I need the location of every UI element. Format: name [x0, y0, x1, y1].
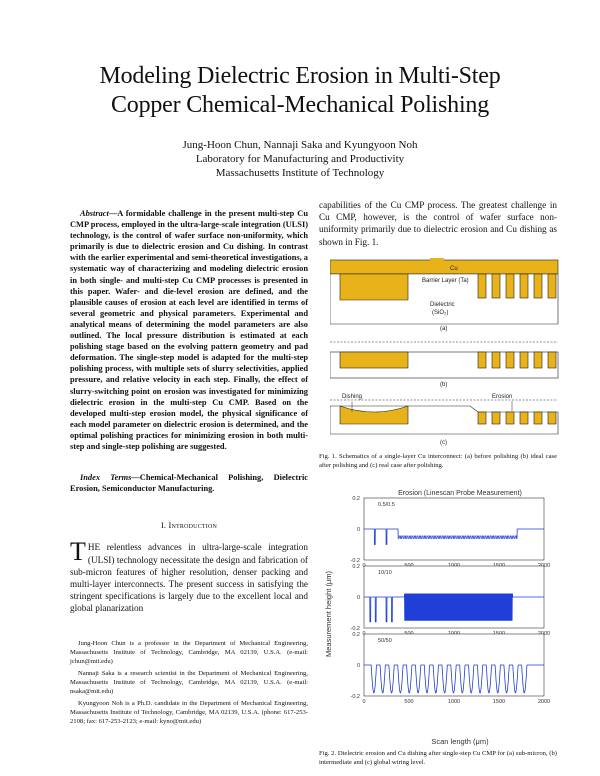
fig1-label-dielectric: Dielectric	[430, 302, 455, 308]
author-block: Jung-Hoon Chun, Nannaji Saka and Kyungyo…	[60, 138, 540, 180]
figure-1-schematic: Cu Barrier Layer (Ta) Dielectric (SiO₂) …	[330, 258, 559, 446]
fig1-label-barrier: Barrier Layer (Ta)	[422, 278, 469, 284]
author-institute: Massachusetts Institute of Technology	[215, 167, 385, 179]
fig1a-fine-trenches	[477, 273, 557, 299]
fig1-label-erosion: Erosion	[492, 394, 512, 400]
paper-title: Modeling Dielectric Erosion in Multi-Ste…	[40, 62, 560, 120]
chart-y-tick-label: 0.2	[352, 632, 360, 638]
author-lab: Laboratory for Manufacturing and Product…	[195, 153, 405, 165]
figure-1-caption: Fig. 1. Schematics of a single-layer Cu …	[319, 453, 557, 469]
chart-x-tick-label: 2000	[538, 699, 550, 705]
fig1-label-cu: Cu	[450, 266, 458, 272]
chart-y-tick-label: 0	[357, 595, 360, 601]
fig1-panel-c: Dishing Erosion (c)	[330, 394, 559, 446]
chart-y-tick-label: -0.2	[351, 626, 360, 632]
section-number: I.	[160, 521, 167, 531]
abstract: Abstract—A formidable challenge in the p…	[70, 208, 308, 452]
chart-panel-legend: 0.5/0.5	[378, 502, 395, 508]
fig1-panel-b: (b)	[330, 341, 559, 388]
right-column-text: capabilities of the Cu CMP process. The …	[319, 200, 557, 247]
fig1-label-a: (a)	[440, 326, 447, 332]
index-terms-text: —Chemical-Mechanical Polishing, Dielectr…	[70, 473, 308, 494]
figure-2-caption: Fig. 2. Dielectric erosion and Cu dishin…	[319, 750, 557, 766]
author-footnotes: Jung-Hoon Chun is a professor in the Dep…	[70, 639, 308, 726]
chart-x-tick-label: 500	[404, 699, 413, 705]
chart-panels: 0.5/0.50.20-0.2050010001500200010/100.20…	[351, 496, 551, 705]
chart-panel-legend: 10/10	[378, 570, 392, 576]
section-heading: I. Introduction	[70, 520, 308, 531]
footnote: Kyungyoon Noh is a Ph.D. candidate in th…	[70, 699, 308, 725]
chart-y-tick-label: 0.2	[352, 496, 360, 502]
chart-series-line	[364, 664, 544, 694]
fig1-label-sio2: (SiO₂)	[432, 310, 448, 316]
chart-panel-legend: 50/50	[378, 638, 392, 644]
fig1-label-b: (b)	[440, 382, 447, 388]
footnote: Nannaji Saka is a research scientist in …	[70, 669, 308, 695]
chart-ylabel: Measurement height (μm)	[324, 570, 333, 657]
chart-xlabel: Scan length (μm)	[431, 737, 489, 746]
fig1-label-dishing: Dishing	[342, 394, 362, 400]
intro-text: HE relentless advances in ultra-large-sc…	[70, 542, 308, 614]
chart-series-line	[364, 593, 544, 623]
fig1-panel-a: Cu Barrier Layer (Ta) Dielectric (SiO₂) …	[330, 258, 559, 332]
drop-cap: T	[70, 537, 86, 567]
abstract-text: —A formidable challenge in the present m…	[70, 209, 308, 451]
section-title: Introduction	[168, 521, 218, 531]
chart-x-tick-label: 1000	[448, 699, 460, 705]
left-column: Abstract—A formidable challenge in the p…	[70, 208, 308, 729]
abstract-label: Abstract	[80, 209, 109, 218]
footnote: Jung-Hoon Chun is a professor in the Dep…	[70, 639, 308, 665]
index-terms-label: Index Terms	[80, 473, 132, 483]
right-column: capabilities of the Cu CMP process. The …	[319, 199, 557, 248]
author-names: Jung-Hoon Chun, Nannaji Saka and Kyungyo…	[182, 139, 418, 151]
chart-x-tick-label: 0	[362, 699, 365, 705]
title-line-2: Copper Chemical-Mechanical Polishing	[110, 92, 490, 118]
chart-y-tick-label: 0.2	[352, 564, 360, 570]
title-line-1: Modeling Dielectric Erosion in Multi-Ste…	[99, 63, 501, 89]
chart-y-tick-label: 0	[357, 663, 360, 669]
chart-title: Erosion (Linescan Probe Measurement)	[398, 490, 522, 497]
chart-y-tick-label: 0	[357, 527, 360, 533]
chart-y-tick-label: -0.2	[351, 694, 360, 700]
chart-series-line	[364, 528, 544, 545]
figure-2-chart: Erosion (Linescan Probe Measurement) Mea…	[324, 490, 551, 746]
chart-panel-frame	[363, 497, 545, 561]
chart-x-tick-label: 1500	[493, 699, 505, 705]
fig1-label-c: (c)	[440, 440, 447, 446]
chart-y-tick-label: -0.2	[351, 558, 360, 564]
index-terms: Index Terms—Chemical-Mechanical Polishin…	[70, 472, 308, 494]
